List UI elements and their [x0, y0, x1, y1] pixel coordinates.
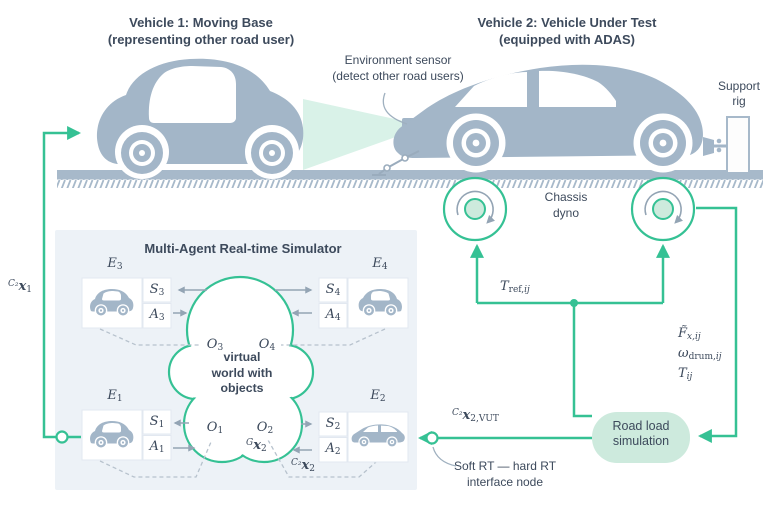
- road-load-line1: Road load: [612, 419, 670, 433]
- cloud-label: virtual world with objects: [212, 350, 273, 397]
- label-s2: S2: [325, 416, 341, 432]
- label-o3: O3: [206, 337, 224, 353]
- label-omega-drum: ωdrum,ij: [678, 346, 722, 362]
- rotation-arrow-icon: [456, 190, 496, 224]
- soft-rt-line2: interface node: [466, 474, 544, 489]
- label-a1: A1: [149, 439, 165, 455]
- agent-e1-sensor-box: [142, 409, 172, 435]
- pointer-environment-sensor: [382, 92, 408, 125]
- agent-e4-action-box: [318, 303, 348, 329]
- agent-e3-action-box: [142, 303, 172, 329]
- vehicle-1-title-line2: (representing other road user): [107, 32, 295, 47]
- sensor-action-arrows: [173, 286, 313, 454]
- road-load-simulation-box: [592, 412, 690, 463]
- soft-rt-note: Soft RT — hard RT interface node: [454, 459, 556, 490]
- vehicle-1-title-line1: Vehicle 1: Moving Base: [129, 15, 273, 30]
- object-circle-o3: [202, 332, 228, 358]
- label-e1: E1: [107, 388, 123, 404]
- tow-linkage: [372, 150, 420, 176]
- dashed-link-e4-o4: [281, 328, 386, 346]
- chassis-dyno-label: Chassis dyno: [545, 190, 588, 221]
- chassis-dyno-line2: dyno: [552, 205, 580, 220]
- label-gx2: Gx2: [246, 438, 267, 454]
- label-c2x2vut: C₂x2,VUT: [452, 408, 499, 424]
- support-rig-line1: Support: [717, 79, 761, 93]
- interface-node-left-icon: [55, 430, 69, 444]
- soft-rt-line1: Soft RT — hard RT: [453, 459, 557, 473]
- pointer-interface-node: [432, 446, 457, 467]
- label-o4: O4: [258, 337, 276, 353]
- label-s1: S1: [149, 414, 165, 430]
- label-s4: S4: [325, 282, 341, 298]
- label-c2x2: C₂x2: [291, 458, 315, 474]
- agent-e1-action-box: [142, 435, 172, 461]
- object-circle-o1: [202, 415, 228, 441]
- cloud-line1: virtual: [223, 350, 261, 364]
- object-circle-o4: [254, 332, 280, 358]
- label-fxij: F̃x,ij: [678, 326, 701, 342]
- agent-e2-sensor-box: [318, 411, 348, 437]
- road-load-label: Road load simulation: [613, 419, 670, 449]
- simulator-title: Multi-Agent Real-time Simulator: [144, 241, 342, 256]
- vehicle-2-title-line2: (equipped with ADAS): [498, 32, 636, 47]
- sensor-note-line2: (detect other road users): [332, 68, 464, 83]
- label-a2: A2: [325, 441, 341, 457]
- cloud-line2: world with: [211, 365, 273, 380]
- label-c2x1: C₂x1: [8, 279, 32, 295]
- sensor-note-line1: Environment sensor: [344, 53, 452, 67]
- sensor-field-of-view-cone: [303, 99, 404, 170]
- note-pointers: [382, 92, 457, 467]
- cloud-line3: objects: [220, 381, 264, 395]
- label-o1: O1: [206, 420, 224, 436]
- road-load-line2: simulation: [612, 434, 670, 448]
- support-rig-line2: rig: [732, 94, 746, 108]
- vehicle-2-title: Vehicle 2: Vehicle Under Test (equipped …: [478, 14, 657, 48]
- support-rig: [703, 116, 750, 174]
- signal-line-roadload-to-junction: [572, 303, 592, 418]
- label-e4: E4: [372, 256, 388, 272]
- vehicle-2-illustration: [393, 64, 703, 173]
- vehicle-1-title: Vehicle 1: Moving Base (representing oth…: [108, 14, 294, 48]
- vehicle-1-illustration: [96, 58, 304, 179]
- label-s3: S3: [149, 282, 165, 298]
- rotation-arrow-icon: [644, 190, 684, 224]
- vehicle-2-wheels: [453, 120, 686, 166]
- agent-e3-sensor-box: [142, 277, 172, 303]
- label-e2: E2: [370, 388, 386, 404]
- label-e3: E3: [107, 256, 123, 272]
- chassis-dyno-roller-right: [630, 176, 696, 242]
- dashed-link-o2-e2: [267, 439, 377, 478]
- signal-line-dyno-to-roadload: [696, 206, 738, 443]
- object-circle-o2: [252, 415, 278, 441]
- chassis-dyno-roller-left: [442, 176, 508, 242]
- label-a4: A4: [325, 307, 341, 323]
- chassis-dyno-line1: Chassis: [544, 190, 588, 204]
- label-tref: Tref,ij: [500, 279, 530, 295]
- interface-node-right-icon: [425, 431, 439, 445]
- vehicle-2-title-line1: Vehicle 2: Vehicle Under Test: [477, 15, 657, 30]
- environment-sensor-note: Environment sensor (detect other road us…: [332, 53, 463, 84]
- label-tij: Tij: [678, 366, 693, 382]
- label-a3: A3: [149, 307, 165, 323]
- support-rig-label: Support rig: [718, 79, 760, 109]
- agent-e2-action-box: [318, 437, 348, 463]
- object-state-circles: [202, 332, 280, 441]
- ground-track: [57, 170, 763, 188]
- junction-dot: [570, 299, 578, 307]
- label-o2: O2: [256, 420, 274, 436]
- agent-e4-sensor-box: [318, 277, 348, 303]
- dashed-object-links: [99, 328, 386, 478]
- vehicle-1-wheels: [121, 132, 293, 174]
